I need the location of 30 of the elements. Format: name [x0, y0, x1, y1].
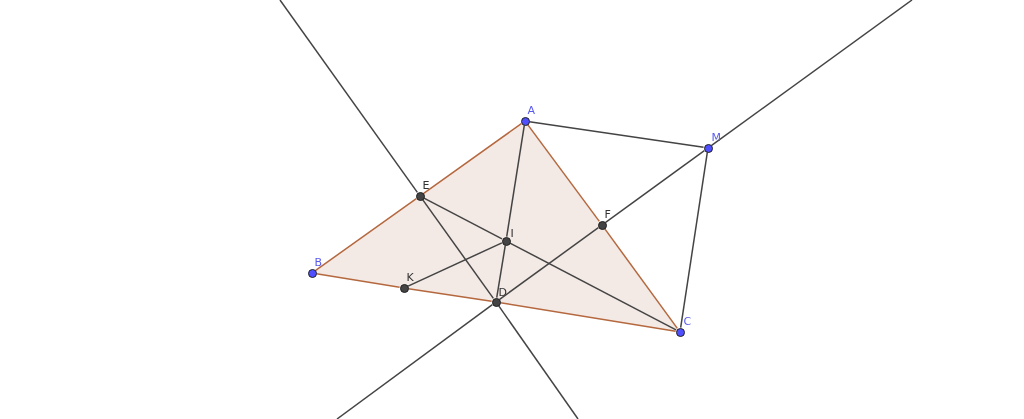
line-segment: [497, 304, 579, 419]
triangle-side: [314, 197, 418, 272]
point-label: E: [422, 179, 430, 192]
line-segment: [528, 120, 705, 149]
triangle-side: [422, 122, 523, 195]
line-segment: [509, 242, 677, 331]
line-segment: [336, 303, 494, 419]
point-label: I: [510, 227, 514, 240]
point-label: M: [711, 131, 721, 144]
point-label: F: [604, 208, 611, 221]
triangle-side: [526, 123, 601, 223]
point-label: C: [683, 315, 692, 328]
triangle-side: [499, 301, 677, 333]
line-segment: [505, 124, 526, 238]
point-label: B: [314, 256, 323, 269]
line-segment: [421, 198, 495, 300]
point-label: A: [527, 104, 536, 117]
line-segment: [710, 0, 913, 147]
line-segment: [498, 226, 600, 301]
line-segment: [279, 0, 419, 194]
triangle-side: [407, 287, 493, 303]
line-segment: [496, 244, 506, 299]
line-segment: [407, 242, 503, 287]
line-segment: [423, 197, 503, 240]
triangle-side: [315, 272, 401, 289]
line-segment: [604, 149, 706, 224]
triangle-side: [603, 227, 679, 330]
line-segment: [679, 151, 709, 329]
point-label: K: [406, 271, 414, 284]
point-label: D: [498, 286, 507, 299]
